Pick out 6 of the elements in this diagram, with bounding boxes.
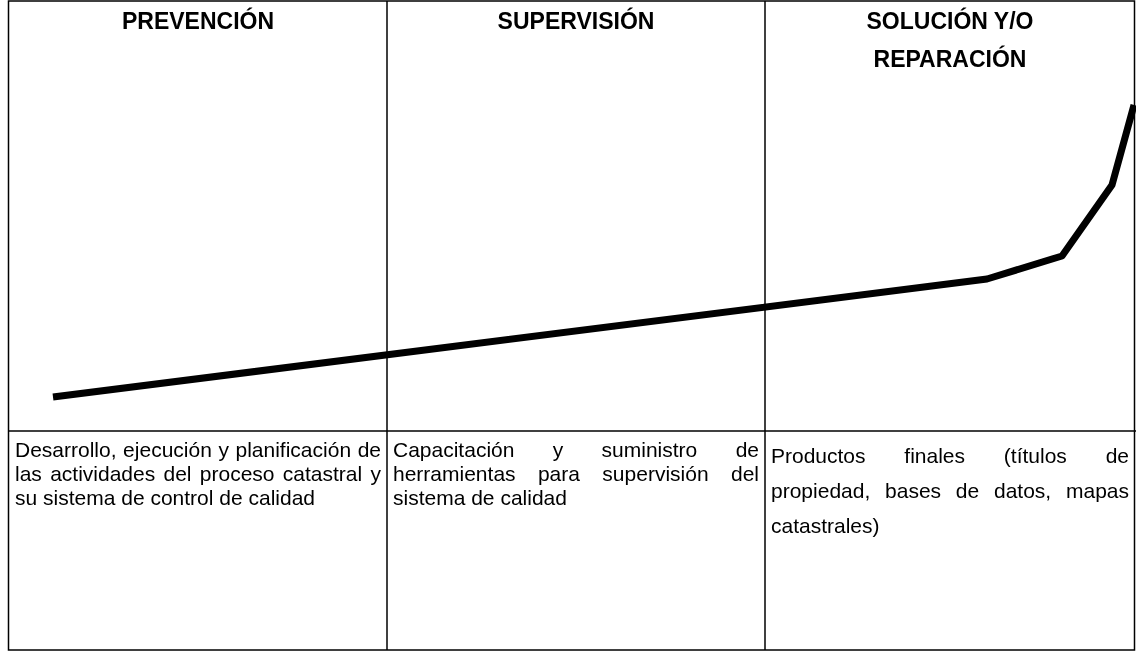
column-heading: SOLUCIÓN Y/O REPARACIÓN — [865, 6, 1035, 74]
column-heading: PREVENCIÓN — [120, 6, 276, 36]
table-cell-text: Productos finales (títulos de propiedad, bases de datos, mapas catastrales) — [770, 443, 1130, 539]
table-cell-text: Desarrollo, ejecución y planificación de las actividades del proceso catastral y su sistema de control de calidad — [14, 437, 382, 511]
column-heading: SUPERVISIÓN — [496, 6, 656, 36]
table-cell-text: Capacitación y suministro de herramientas para supervisión del sistema de calidad — [392, 437, 760, 511]
